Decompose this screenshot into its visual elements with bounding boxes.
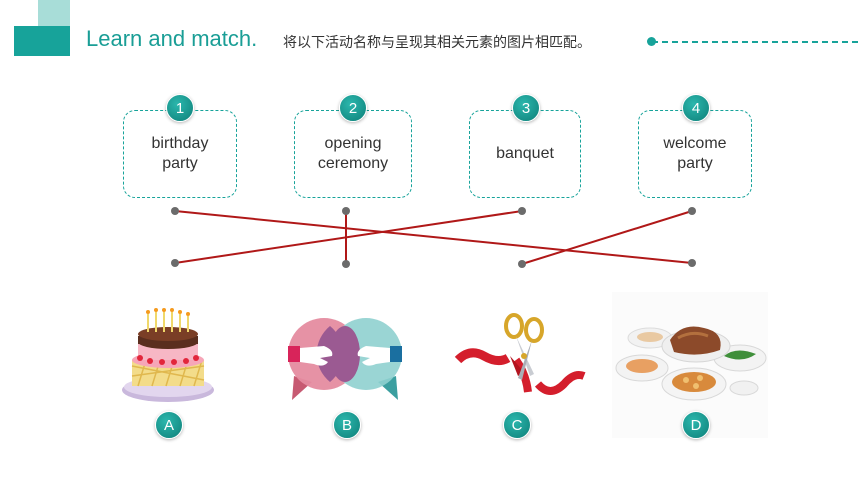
activity-label-line1: banquet [496,145,554,162]
picture-connector-dot[interactable] [688,259,696,267]
dashed-divider [652,41,858,43]
activity-label-line2: party [162,155,198,172]
instruction-text: 将以下活动名称与呈现其相关元素的图片相匹配。 [283,35,591,51]
activity-label-line1: welcome [663,135,727,152]
page-title: Learn and match. [86,26,258,51]
match-line-1-D [174,210,693,264]
activity-connector-dot[interactable] [688,207,696,215]
activity-box-4: welcome party [638,110,752,198]
activity-label-line1: opening [324,135,382,152]
picture-letter-badge: B [333,411,361,439]
picture-connector-dot[interactable] [342,260,350,268]
birthday-cake-icon [122,308,214,402]
picture-letter-badge: A [155,411,183,439]
activity-number-badge: 1 [166,94,194,122]
activity-connector-dot[interactable] [342,207,350,215]
picture-connector-dot[interactable] [171,259,179,267]
picture-letter-badge: D [682,411,710,439]
divider-dot [647,37,656,46]
activity-connector-dot[interactable] [518,207,526,215]
activity-box-3: banquet [469,110,581,198]
header-decoration-dark [14,26,70,56]
activity-label-line2: ceremony [317,155,389,172]
activity-box-1: birthday party [123,110,237,198]
match-line-4-C [521,210,693,265]
activity-box-2: opening ceremony [294,110,412,198]
picture-letter-badge: C [503,411,531,439]
banquet-dishes-icon [612,292,768,438]
activity-label-line2: party [677,155,713,172]
activity-number-badge: 4 [682,94,710,122]
activity-label-line1: birthday [151,135,209,152]
match-line-3-A [174,210,523,264]
scissors-ribbon-icon [454,313,586,395]
activity-number-badge: 3 [512,94,540,122]
handshake-speech-bubbles-icon [288,318,402,400]
picture-connector-dot[interactable] [518,260,526,268]
activity-connector-dot[interactable] [171,207,179,215]
activity-number-badge: 2 [339,94,367,122]
